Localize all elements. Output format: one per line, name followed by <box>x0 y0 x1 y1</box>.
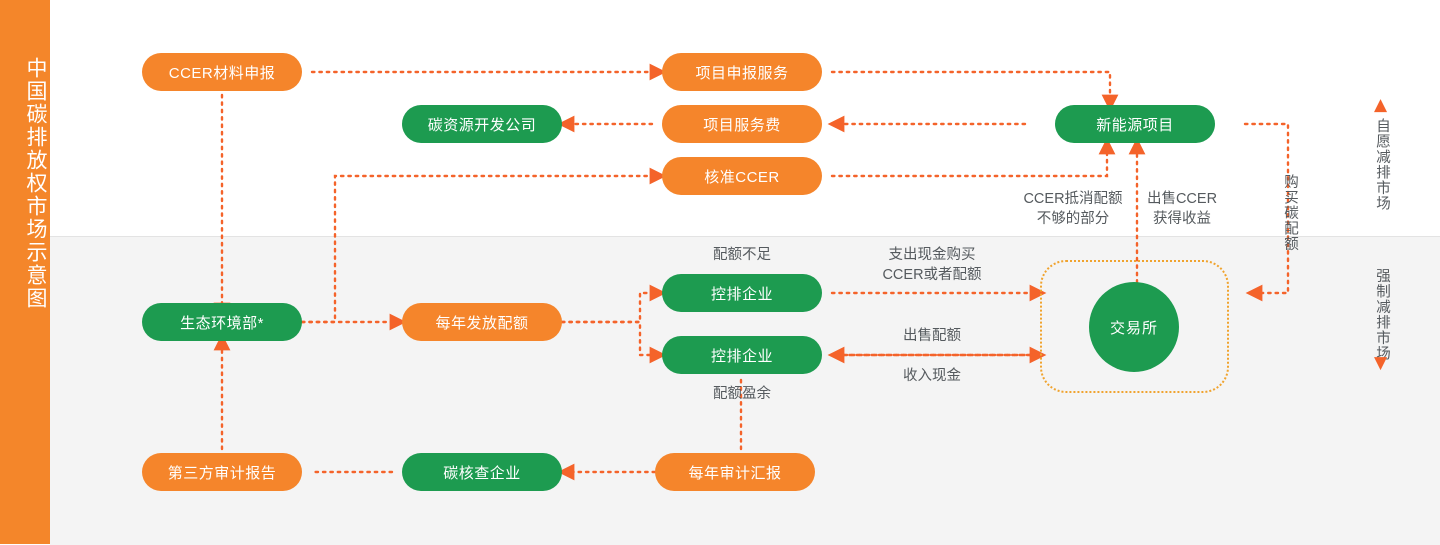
node-third-party-audit[interactable]: 第三方审计报告 <box>142 453 302 491</box>
up-arrow-icon: ▲ <box>1374 95 1388 115</box>
label-receive-cash: 收入现金 <box>903 368 961 384</box>
node-controlled-enterprise-1[interactable]: 控排企业 <box>662 274 822 312</box>
node-project-service-fee[interactable]: 项目服务费 <box>662 105 822 143</box>
page-title: 中国碳排放权市场示意图 <box>24 56 47 310</box>
label-ccer-offset-shortfall-line1: CCER抵消配额 <box>1023 191 1123 207</box>
label-quota-shortage: 配额不足 <box>713 247 771 263</box>
node-approve-ccer[interactable]: 核准CCER <box>662 157 822 195</box>
node-carbon-verify-company[interactable]: 碳核查企业 <box>402 453 562 491</box>
exchange-container <box>1040 260 1229 393</box>
node-carbon-dev-company[interactable]: 碳资源开发公司 <box>402 105 562 143</box>
node-project-apply-service[interactable]: 项目申报服务 <box>662 53 822 91</box>
label-sell-ccer-income-line2: 获得收益 <box>1153 211 1211 227</box>
node-ccer-material[interactable]: CCER材料申报 <box>142 53 302 91</box>
label-quota-surplus: 配额盈余 <box>713 386 771 402</box>
node-exchange[interactable]: 交易所 <box>1089 282 1179 372</box>
label-pay-cash-buy-line1: 支出现金购买 <box>888 247 976 263</box>
node-annual-quota[interactable]: 每年发放配额 <box>402 303 562 341</box>
node-controlled-enterprise-2[interactable]: 控排企业 <box>662 336 822 374</box>
node-annual-audit-report[interactable]: 每年审计汇报 <box>655 453 815 491</box>
label-buy-carbon-quota: 购买碳配额 <box>1282 174 1298 252</box>
node-ministry-env[interactable]: 生态环境部* <box>142 303 302 341</box>
label-ccer-offset-shortfall-line2: 不够的部分 <box>1036 211 1110 227</box>
sidebar: 中国碳排放权市场示意图 <box>0 0 50 544</box>
label-pay-cash-buy-line2: CCER或者配额 <box>882 267 982 283</box>
label-sell-quota: 出售配额 <box>903 328 961 344</box>
label-mandatory-market: 强制减排市场 <box>1374 268 1390 361</box>
label-sell-ccer-income-line1: 出售CCER <box>1146 191 1218 207</box>
node-new-energy-project[interactable]: 新能源项目 <box>1055 105 1215 143</box>
down-arrow-icon: ▼ <box>1374 353 1388 373</box>
label-voluntary-market: 自愿减排市场 <box>1374 118 1390 211</box>
